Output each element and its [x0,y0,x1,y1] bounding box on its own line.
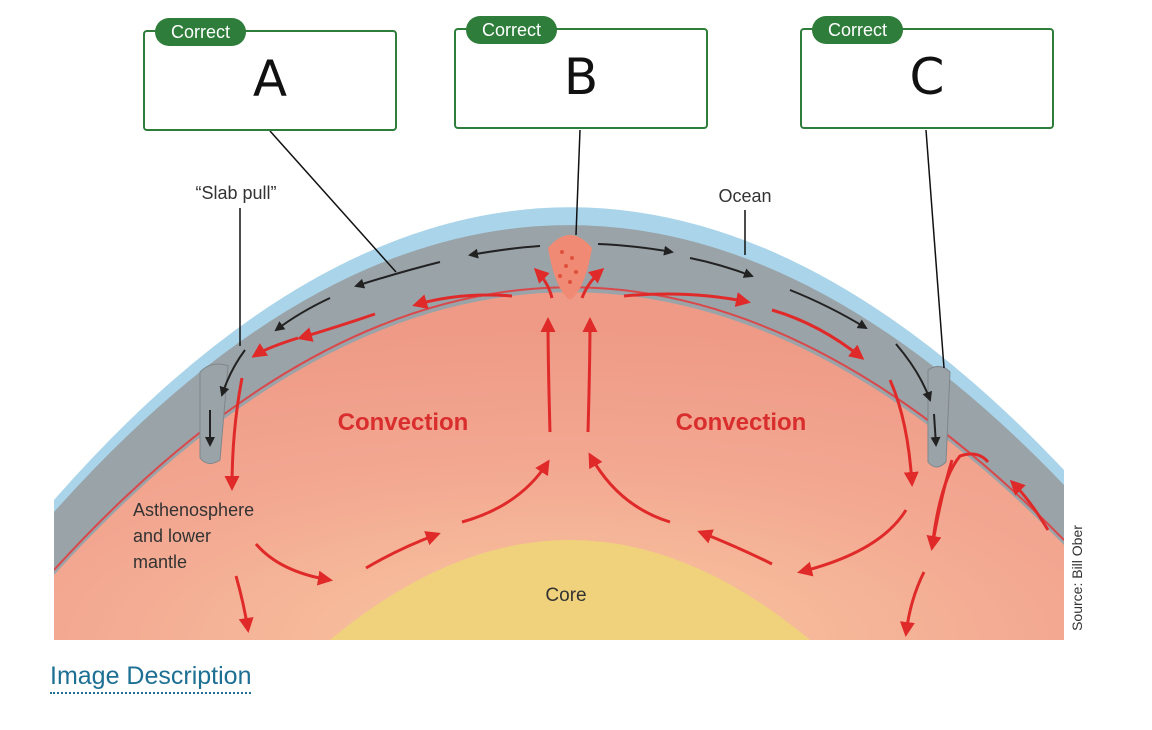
image-description-link[interactable]: Image Description [50,662,252,694]
plate-motion-arrows [205,243,941,447]
core-label: Core [545,585,586,606]
slab-pull-label: “Slab pull” [195,183,276,203]
answer-box-c[interactable]: Correct C [800,16,1054,129]
leader-lines [239,129,945,369]
convection-left-label: Convection [338,409,469,436]
answer-value: C [909,48,945,106]
convection-right-label: Convection [676,409,807,436]
asthenosphere-label-line3: mantle [133,552,187,572]
asthenosphere-label-line1: Asthenosphere [133,500,254,520]
answer-value: B [563,48,599,106]
correct-badge: Correct [466,16,558,44]
source-credit: Source: Bill Ober [1069,525,1085,631]
core [330,540,810,640]
answer-box-a[interactable]: Correct A [143,18,397,131]
correct-badge: Correct [155,18,247,46]
right-subducting-slab [927,366,951,468]
convection-arrows [224,267,1050,637]
answer-box-b[interactable]: Correct B [454,16,708,129]
asthenosphere-label-line2: and lower [133,526,211,546]
answer-value: A [252,50,288,108]
ridge-magma-dots [558,250,578,284]
mantle [54,292,1064,640]
mid-ocean-ridge [548,235,592,300]
ocean-label: Ocean [718,186,771,206]
correct-badge: Correct [812,16,904,44]
